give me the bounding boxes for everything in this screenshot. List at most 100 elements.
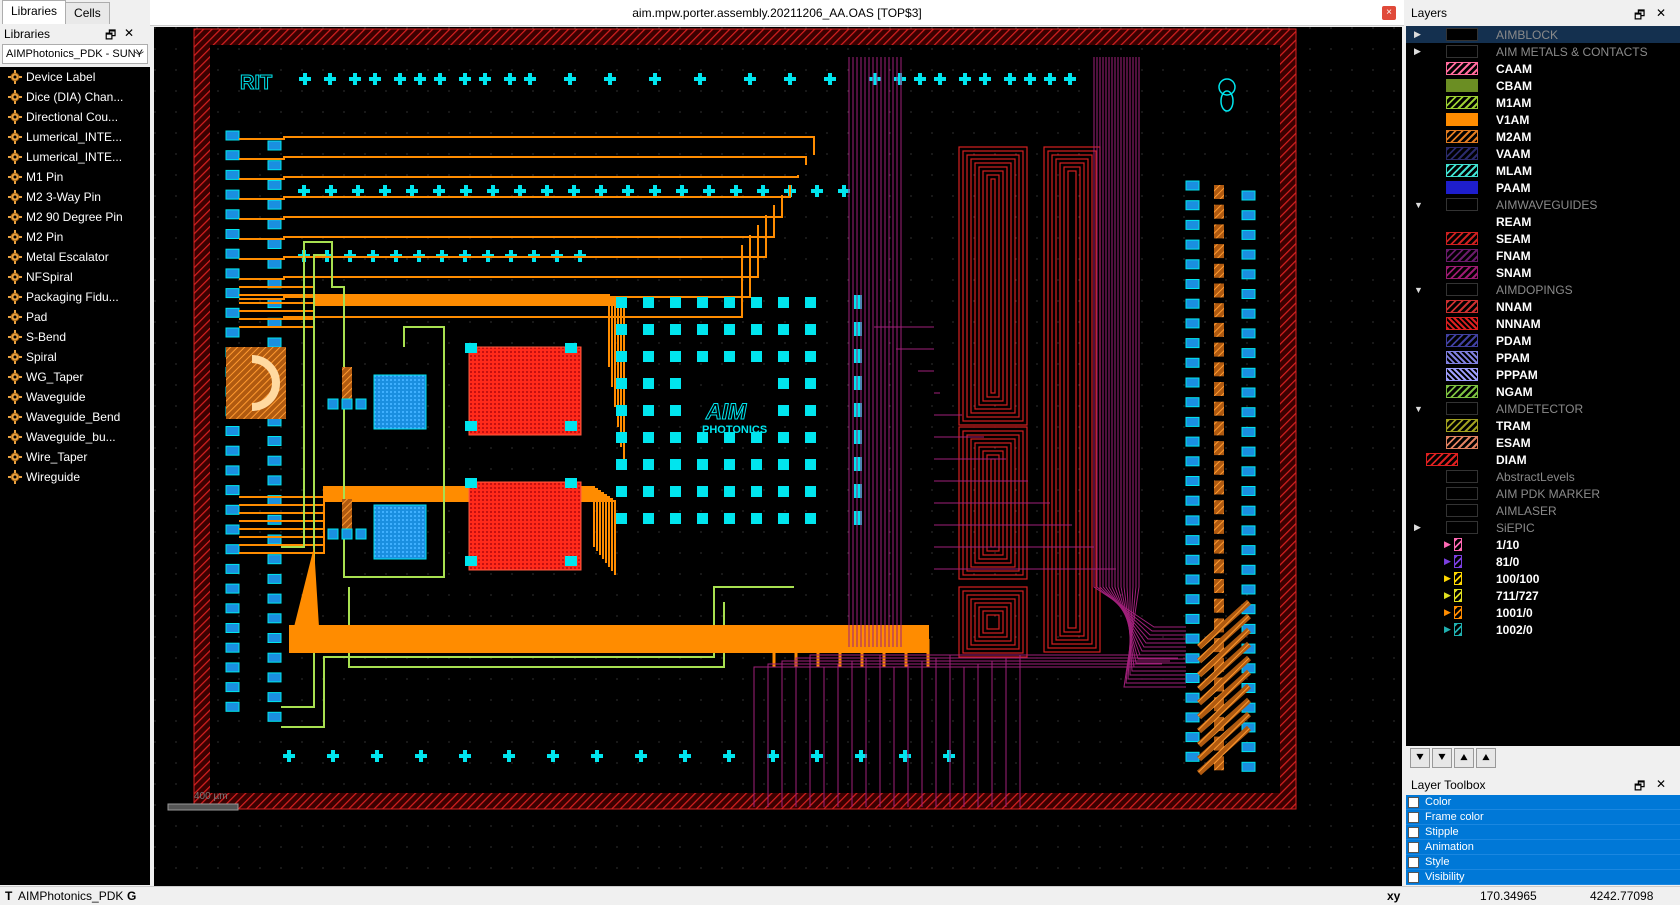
layer-row[interactable]: VAAM — [1406, 145, 1680, 162]
close-icon[interactable]: ✕ — [124, 26, 135, 40]
toolbox-item[interactable]: Visibility — [1406, 870, 1680, 885]
checkbox[interactable] — [1408, 856, 1419, 868]
layer-swatch[interactable] — [1446, 147, 1478, 160]
library-cell-item[interactable]: Waveguide_bu... — [0, 427, 150, 447]
tab-libraries[interactable]: Libraries — [2, 0, 67, 24]
layer-row[interactable]: REAM — [1406, 213, 1680, 230]
layer-swatch[interactable] — [1446, 130, 1478, 143]
layer-row[interactable]: ▶1/10 — [1406, 536, 1680, 553]
library-cell-item[interactable]: Lumerical_INTE... — [0, 127, 150, 147]
layer-swatch[interactable] — [1454, 538, 1462, 551]
layer-swatch[interactable] — [1446, 28, 1478, 41]
checkbox[interactable] — [1408, 811, 1419, 823]
layer-row[interactable]: NNAM — [1406, 298, 1680, 315]
library-cell-item[interactable]: Waveguide_Bend — [0, 407, 150, 427]
layer-swatch[interactable] — [1446, 215, 1478, 228]
layer-swatch[interactable] — [1446, 521, 1478, 534]
layer-row[interactable]: NGAM — [1406, 383, 1680, 400]
library-cell-item[interactable]: S-Bend — [0, 327, 150, 347]
layer-swatch[interactable] — [1446, 385, 1478, 398]
layer-swatch[interactable] — [1446, 164, 1478, 177]
layer-swatch[interactable] — [1446, 504, 1478, 517]
layer-swatch[interactable] — [1446, 79, 1478, 92]
library-cell-item[interactable]: M2 90 Degree Pin — [0, 207, 150, 227]
library-cell-item[interactable]: Packaging Fidu... — [0, 287, 150, 307]
layer-swatch[interactable] — [1446, 402, 1478, 415]
layer-row[interactable]: CBAM — [1406, 77, 1680, 94]
library-select[interactable]: AIMPhotonics_PDK - SUNY ﹀ — [2, 44, 148, 64]
close-icon[interactable]: ✕ — [1656, 777, 1667, 791]
layer-row[interactable]: DIAM — [1406, 451, 1680, 468]
layer-row[interactable]: V1AM — [1406, 111, 1680, 128]
layer-swatch[interactable] — [1446, 470, 1478, 483]
layer-swatch[interactable] — [1446, 249, 1478, 262]
layer-swatch[interactable] — [1454, 572, 1462, 585]
layer-row[interactable]: NNNAM — [1406, 315, 1680, 332]
move-top-button[interactable]: ⯅ — [1476, 748, 1496, 768]
toolbox-item[interactable]: Color — [1406, 795, 1680, 810]
move-up-button[interactable]: ⯅ — [1454, 748, 1474, 768]
expand-icon[interactable]: ▼ — [1414, 284, 1423, 295]
layer-row[interactable]: MLAM — [1406, 162, 1680, 179]
float-icon[interactable]: 🗗 — [1634, 8, 1646, 22]
layer-swatch[interactable] — [1454, 555, 1462, 568]
layer-row[interactable]: ▶100/100 — [1406, 570, 1680, 587]
layer-row[interactable]: TRAM — [1406, 417, 1680, 434]
layer-swatch[interactable] — [1426, 453, 1458, 466]
layer-group-row[interactable]: ▼AIMDOPINGS — [1406, 281, 1680, 298]
layer-swatch[interactable] — [1446, 487, 1478, 500]
layer-row[interactable]: M2AM — [1406, 128, 1680, 145]
layer-swatch[interactable] — [1446, 351, 1478, 364]
library-cell-item[interactable]: NFSpiral — [0, 267, 150, 287]
tab-cells[interactable]: Cells — [65, 2, 110, 24]
layer-group-row[interactable]: ▼AIMWAVEGUIDES — [1406, 196, 1680, 213]
layer-swatch[interactable] — [1446, 334, 1478, 347]
layer-row[interactable]: CAAM — [1406, 60, 1680, 77]
move-down-button[interactable]: ⯆ — [1432, 748, 1452, 768]
layer-row[interactable]: SNAM — [1406, 264, 1680, 281]
library-cell-item[interactable]: WG_Taper — [0, 367, 150, 387]
library-cell-item[interactable]: Lumerical_INTE... — [0, 147, 150, 167]
toolbox-item[interactable]: Animation — [1406, 840, 1680, 855]
layer-group-row[interactable]: AbstractLevels — [1406, 468, 1680, 485]
checkbox[interactable] — [1408, 841, 1419, 853]
library-cell-item[interactable]: Dice (DIA) Chan... — [0, 87, 150, 107]
layer-row[interactable]: FNAM — [1406, 247, 1680, 264]
layer-swatch[interactable] — [1446, 266, 1478, 279]
layer-row[interactable]: ▶1001/0 — [1406, 604, 1680, 621]
layer-swatch[interactable] — [1446, 181, 1478, 194]
library-cell-item[interactable]: Wireguide — [0, 467, 150, 487]
layer-row[interactable]: ▶81/0 — [1406, 553, 1680, 570]
layer-swatch[interactable] — [1446, 96, 1478, 109]
move-bottom-button[interactable]: ⯆ — [1410, 748, 1430, 768]
library-cell-item[interactable]: Spiral — [0, 347, 150, 367]
layer-swatch[interactable] — [1446, 198, 1478, 211]
checkbox[interactable] — [1408, 871, 1419, 883]
library-cell-item[interactable]: Wire_Taper — [0, 447, 150, 467]
layer-row[interactable]: ESAM — [1406, 434, 1680, 451]
layer-swatch[interactable] — [1454, 589, 1462, 602]
close-view-button[interactable]: × — [1382, 6, 1396, 20]
layer-group-row[interactable]: AIM PDK MARKER — [1406, 485, 1680, 502]
expand-icon[interactable]: ▶ — [1414, 29, 1421, 39]
expand-icon[interactable]: ▶ — [1414, 46, 1421, 56]
layer-swatch[interactable] — [1446, 436, 1478, 449]
library-cell-item[interactable]: Waveguide — [0, 387, 150, 407]
expand-icon[interactable]: ▼ — [1414, 403, 1423, 414]
layer-swatch[interactable] — [1446, 62, 1478, 75]
layer-swatch[interactable] — [1446, 232, 1478, 245]
layer-row[interactable]: SEAM — [1406, 230, 1680, 247]
toolbox-item[interactable]: Frame color — [1406, 810, 1680, 825]
layer-swatch[interactable] — [1446, 113, 1478, 126]
expand-icon[interactable]: ▶ — [1414, 522, 1421, 532]
toolbox-item[interactable]: Stipple — [1406, 825, 1680, 840]
layer-swatch[interactable] — [1446, 317, 1478, 330]
layer-row[interactable]: PAAM — [1406, 179, 1680, 196]
float-icon[interactable]: 🗗 — [1634, 779, 1646, 793]
expand-icon[interactable]: ▼ — [1414, 199, 1423, 210]
toolbox-item[interactable]: Style — [1406, 855, 1680, 870]
checkbox[interactable] — [1408, 826, 1419, 838]
layer-group-row[interactable]: ▶AIM METALS & CONTACTS — [1406, 43, 1680, 60]
